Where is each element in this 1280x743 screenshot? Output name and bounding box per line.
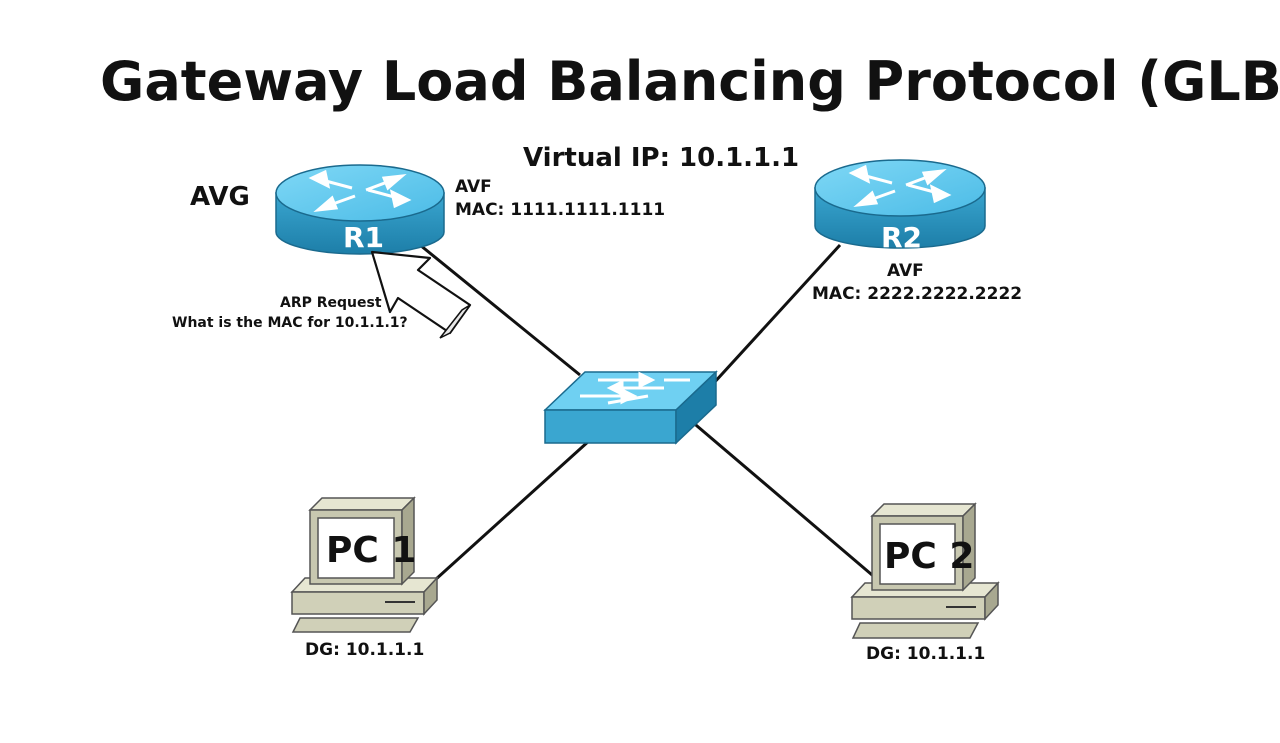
link-r2-switch [710,243,842,387]
arp-question-label: What is the MAC for 10.1.1.1? [172,315,408,331]
arp-request-arrow-icon [370,250,472,339]
pc1-dg-label: DG: 10.1.1.1 [305,640,424,660]
virtual-ip-label: Virtual IP: 10.1.1.1 [523,143,799,173]
avg-label: AVG [190,182,250,212]
router-name: R2 [881,221,922,254]
link-switch-pc2 [689,418,879,582]
pc-name: PC 2 [884,536,974,577]
switch [543,370,718,445]
pc-name: PC 1 [326,530,416,571]
r2-role-label: AVF [887,261,924,281]
router-r1: R1 [275,164,445,255]
pc2-dg-label: DG: 10.1.1.1 [866,644,985,664]
router-name: R1 [343,221,384,254]
pc-2: PC 2 [850,502,1000,639]
router-arrows-icon [308,169,412,213]
diagram-title: Gateway Load Balancing Protocol (GLBP) [100,50,1280,113]
router-r2: R2 [814,159,986,254]
pc-1: PC 1 [290,496,439,633]
r1-mac-label: MAC: 1111.1111.1111 [455,200,665,220]
r2-mac-label: MAC: 2222.2222.2222 [812,284,1022,304]
arp-request-label: ARP Request [280,295,382,311]
router-arrows-icon [848,164,952,208]
link-switch-pc1 [433,438,592,582]
r1-role-label: AVF [455,177,492,197]
switch-arrows-icon [580,371,690,405]
network-links [419,243,879,582]
link-r1-switch [419,243,581,377]
